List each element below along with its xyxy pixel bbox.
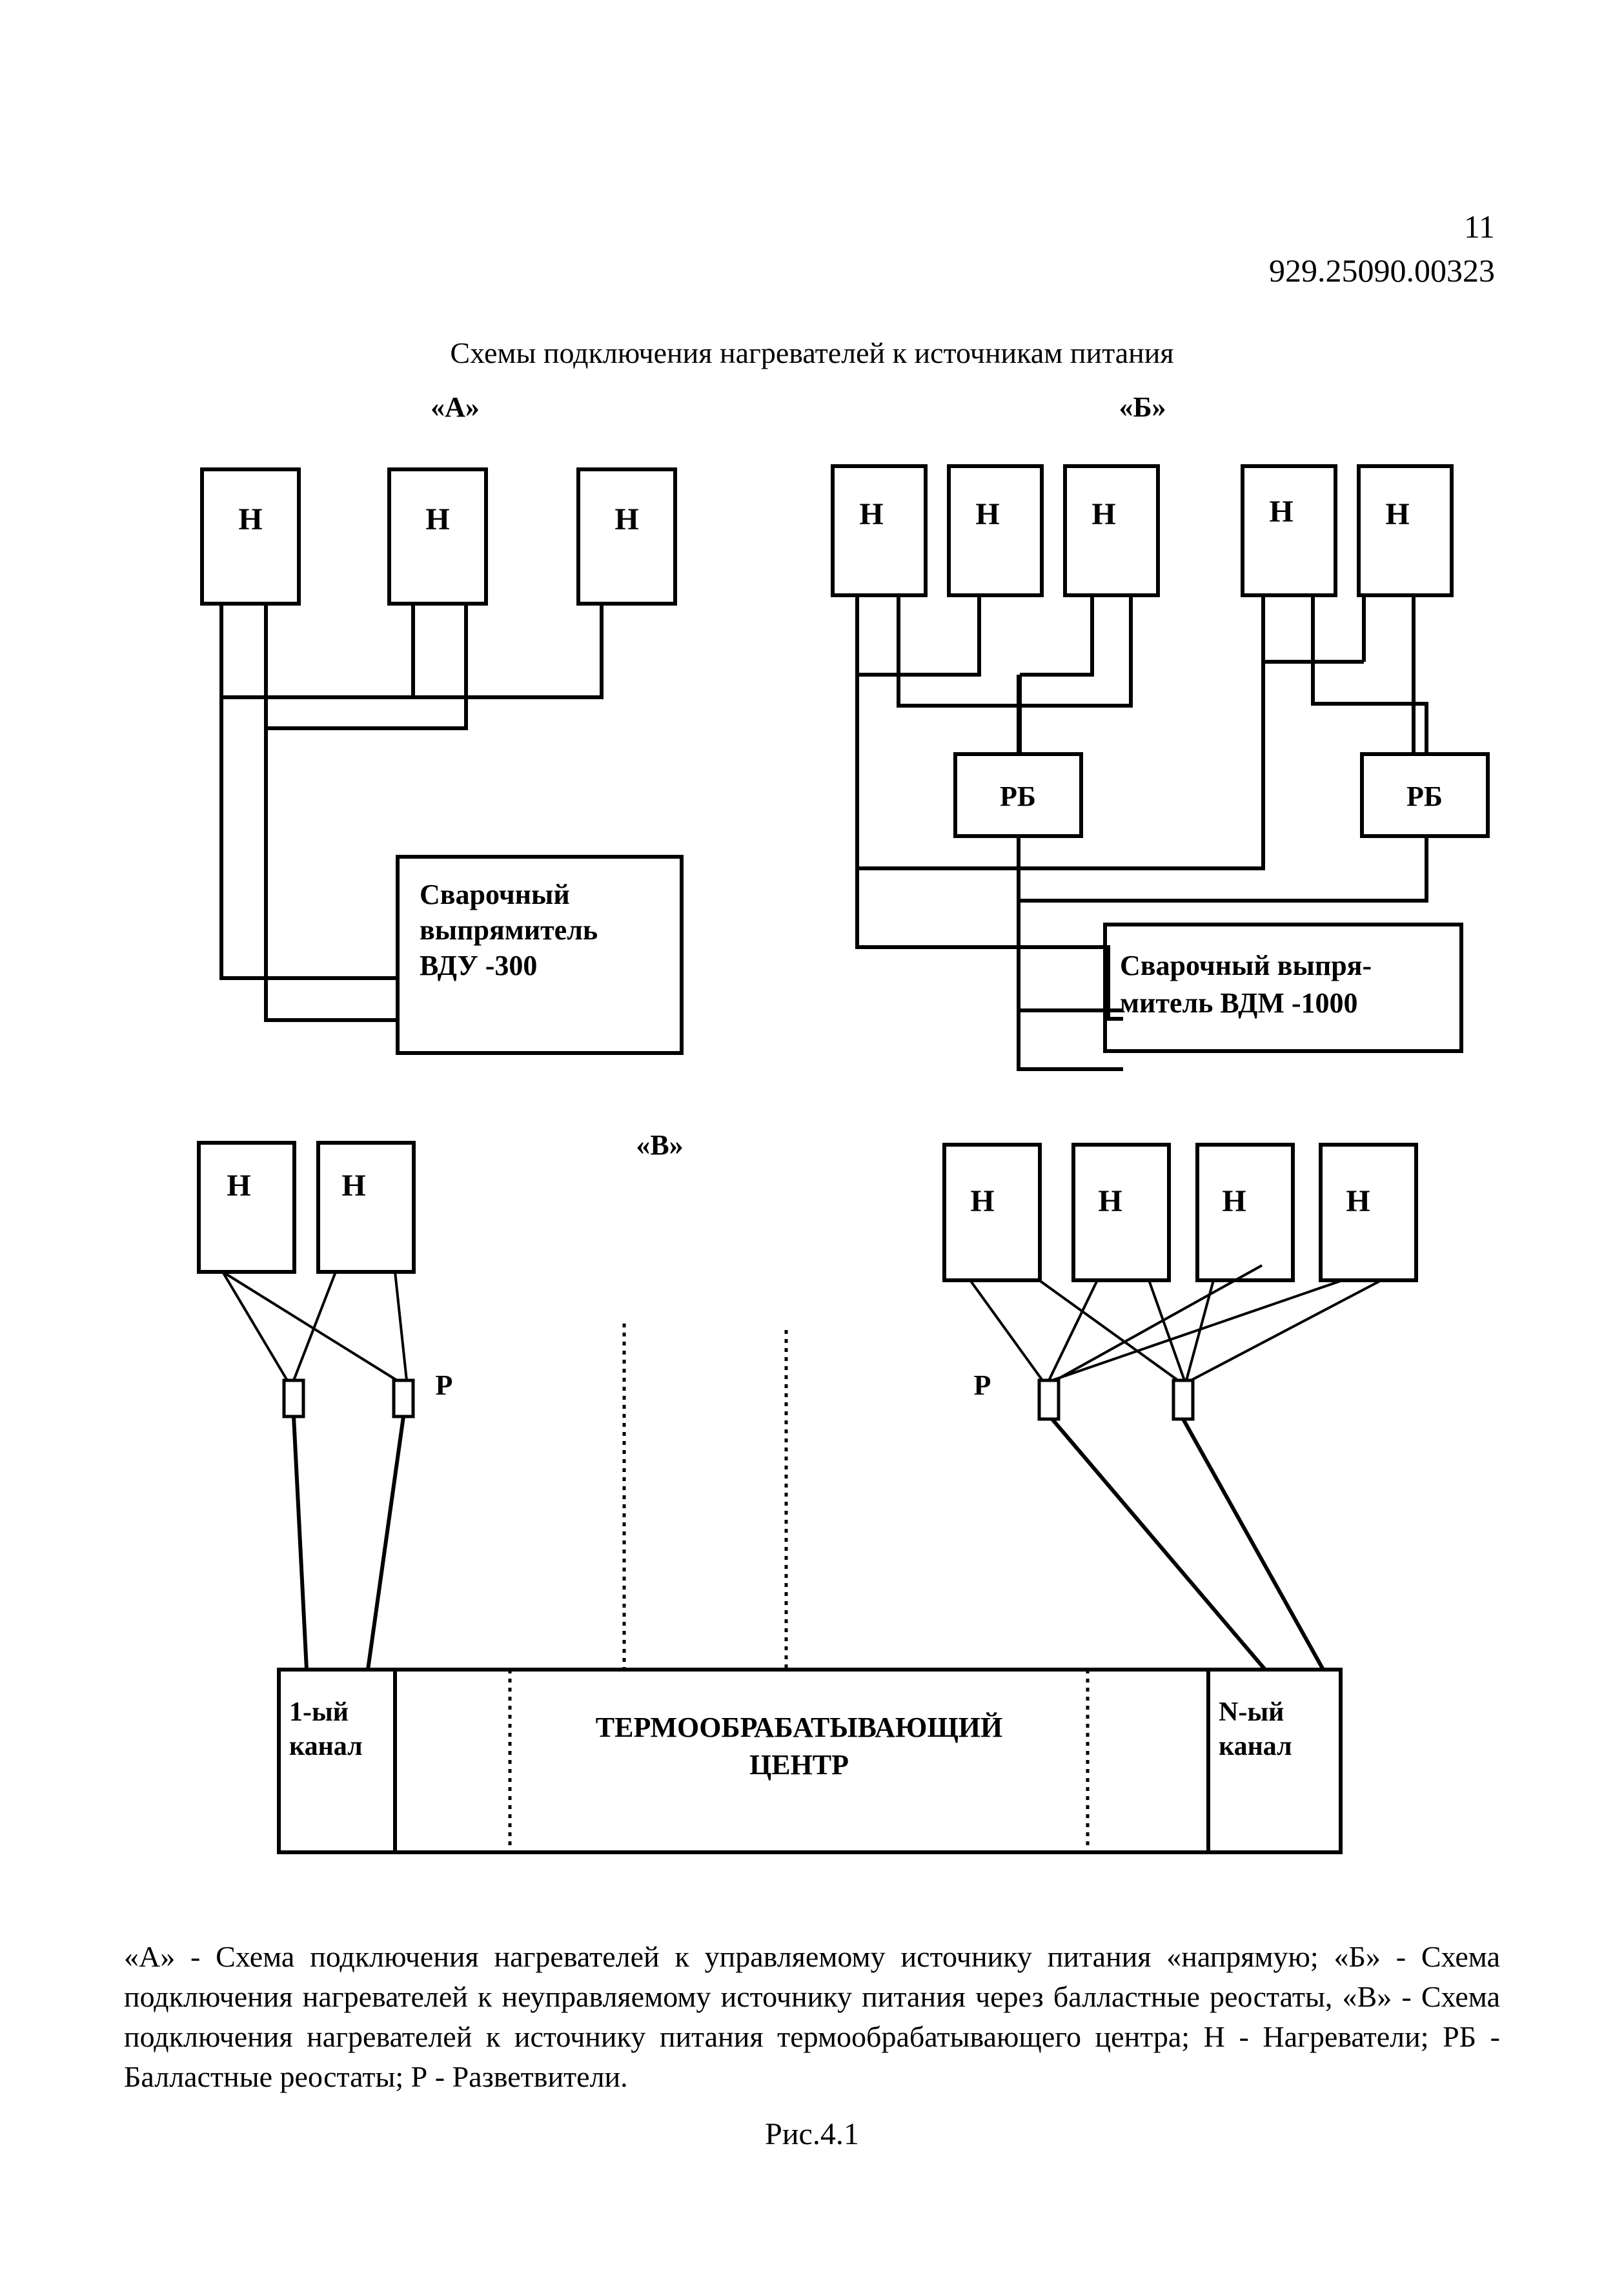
splitter-label: Р xyxy=(436,1369,453,1401)
wire xyxy=(857,660,1364,870)
channel-n-label: N-ый xyxy=(1219,1697,1284,1727)
channel-1-label: 1-ый xyxy=(289,1697,349,1727)
wire xyxy=(292,1271,337,1381)
scheme-b-label: «Б» xyxy=(1119,391,1166,423)
channel-1-label: канал xyxy=(289,1732,363,1761)
figure-label: Рис.4.1 xyxy=(765,2117,859,2151)
wire xyxy=(264,604,398,1022)
heater-label: Н xyxy=(1269,495,1293,529)
wire xyxy=(857,595,981,677)
heater-label: Н xyxy=(1091,497,1115,531)
ballast-resistor-label: РБ xyxy=(1000,781,1036,812)
wire xyxy=(366,1416,405,1670)
heater-label: Н xyxy=(975,497,999,531)
splitter-label: Р xyxy=(974,1369,991,1401)
wire xyxy=(1055,1264,1263,1382)
heater-box xyxy=(387,467,488,606)
document-number: 929.25090.00323 xyxy=(1269,252,1495,289)
ballast-resistor-box xyxy=(953,752,1083,838)
wire xyxy=(1020,595,1133,708)
figure-title: Схемы подключения нагревателей к источни… xyxy=(450,336,1174,369)
heater-box xyxy=(1357,464,1454,597)
wire xyxy=(1019,836,1428,903)
heater-label: Н xyxy=(1346,1184,1370,1218)
welding-rectifier-box xyxy=(1103,923,1463,1053)
channel-n-label: канал xyxy=(1219,1732,1292,1761)
splitter-box xyxy=(392,1378,415,1418)
heater-box xyxy=(831,464,928,597)
page-number: 11 xyxy=(1463,209,1495,245)
heater-box xyxy=(1195,1143,1295,1282)
splitter-box xyxy=(1037,1378,1061,1421)
wire xyxy=(219,604,398,980)
heater-label: Н xyxy=(614,502,638,537)
scheme-a: «А» Н Н Н Сварочный выпрямитель ВДУ -300 xyxy=(200,391,684,1055)
welding-rectifier-box xyxy=(396,855,684,1055)
heater-label: Н xyxy=(970,1184,994,1218)
wire xyxy=(1181,1418,1325,1671)
welding-rectifier-label: Сварочный xyxy=(420,879,570,910)
heater-box xyxy=(947,464,1044,597)
figure-caption: «А» - Схема подключения нагревателей к у… xyxy=(124,1940,1500,2093)
wire xyxy=(1048,1280,1099,1381)
heater-box xyxy=(316,1141,416,1274)
thermal-treatment-center-box xyxy=(277,1668,1343,1854)
wire xyxy=(292,1416,309,1670)
welding-rectifier-label: митель ВДМ -1000 xyxy=(1120,987,1358,1019)
scheme-a-label: «А» xyxy=(431,391,480,423)
wire xyxy=(1311,595,1428,754)
heater-box xyxy=(1241,464,1337,597)
scheme-c: «В» Н Н Н Н Н Н Р Р xyxy=(197,1129,1418,1854)
wire xyxy=(221,604,604,699)
ballast-resistor-box xyxy=(1360,752,1490,838)
heater-label: Н xyxy=(341,1169,365,1203)
scheme-c-label: «В» xyxy=(636,1129,683,1161)
heater-label: Н xyxy=(425,502,449,537)
wire xyxy=(1148,1280,1186,1381)
welding-rectifier-label: выпрямитель xyxy=(420,914,598,946)
wire xyxy=(1051,1279,1343,1382)
heater-label: Н xyxy=(1222,1184,1246,1218)
wire xyxy=(266,604,468,730)
heater-label: Н xyxy=(238,502,262,537)
heater-box xyxy=(1071,1143,1171,1282)
wire xyxy=(221,1271,398,1382)
wire xyxy=(1038,1279,1179,1382)
heater-box xyxy=(197,1141,296,1274)
heater-box xyxy=(1319,1143,1418,1282)
wire xyxy=(394,1271,408,1381)
center-label: ЦЕНТР xyxy=(749,1749,849,1781)
heater-label: Н xyxy=(1385,497,1409,531)
heater-label: Н xyxy=(227,1169,250,1203)
wire xyxy=(1050,1418,1267,1671)
heater-label: Н xyxy=(1098,1184,1122,1218)
heater-box xyxy=(1063,464,1160,597)
wire xyxy=(1020,595,1094,677)
welding-rectifier-label: ВДУ -300 xyxy=(420,950,537,981)
wire xyxy=(855,595,1123,1021)
heater-box xyxy=(576,467,677,606)
wire xyxy=(221,1271,289,1382)
ballast-resistor-label: РБ xyxy=(1406,781,1443,812)
heater-box xyxy=(942,1143,1042,1282)
scheme-b: «Б» Н Н Н Н Н РБ РБ Сварочны xyxy=(831,391,1490,1071)
heater-label: Н xyxy=(859,497,883,531)
wire xyxy=(1190,1279,1382,1382)
center-label: ТЕРМООБРАБАТЫВАЮЩИЙ xyxy=(596,1712,1002,1743)
splitter-box xyxy=(1172,1378,1195,1421)
wire xyxy=(969,1279,1044,1382)
wire xyxy=(1017,1010,1123,1071)
heater-box xyxy=(200,467,301,606)
splitter-box xyxy=(282,1378,305,1418)
welding-rectifier-label: Сварочный выпря- xyxy=(1120,950,1372,981)
